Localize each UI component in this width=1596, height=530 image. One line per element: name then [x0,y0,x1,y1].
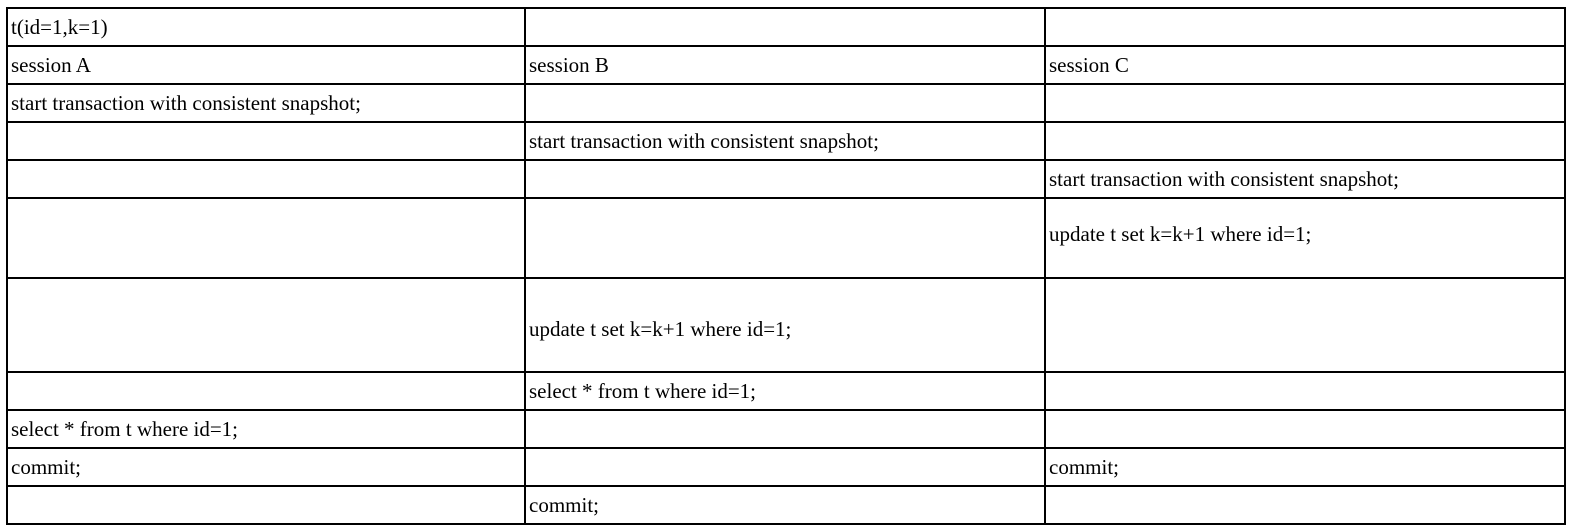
table-cell [1044,485,1566,525]
table-cell [1044,371,1566,411]
table-cell [1044,7,1566,47]
table-row: start transaction with consistent snapsh… [6,83,1566,123]
table-row: commit; commit; [6,447,1566,487]
table-cell [524,7,1046,47]
table-cell [6,197,526,279]
table-cell [6,371,526,411]
column-header-session-a: session A [6,45,526,85]
table-cell [6,121,526,161]
column-header-session-b: session B [524,45,1046,85]
table-cell [1044,409,1566,449]
table-cell: select * from t where id=1; [6,409,526,449]
table-title-row: t(id=1,k=1) [6,7,1566,47]
table-cell [524,447,1046,487]
table-cell [1044,277,1566,373]
column-header-session-c: session C [1044,45,1566,85]
table-cell: commit; [6,447,526,487]
table-row: update t set k=k+1 where id=1; [6,197,1566,279]
table-row: select * from t where id=1; [6,371,1566,411]
table-cell: start transaction with consistent snapsh… [1044,159,1566,199]
column-header-row: session A session B session C [6,45,1566,85]
table-row: commit; [6,485,1566,525]
table-cell [6,159,526,199]
table-row: start transaction with consistent snapsh… [6,159,1566,199]
table-cell: commit; [524,485,1046,525]
table-cell [524,83,1046,123]
table-cell [1044,83,1566,123]
table-cell: update t set k=k+1 where id=1; [1044,197,1566,279]
table-cell [6,277,526,373]
table-title-cell: t(id=1,k=1) [6,7,526,47]
table-cell [6,485,526,525]
table-row: select * from t where id=1; [6,409,1566,449]
table-row: start transaction with consistent snapsh… [6,121,1566,161]
table-cell: update t set k=k+1 where id=1; [524,277,1046,373]
table-cell: start transaction with consistent snapsh… [524,121,1046,161]
table-cell: start transaction with consistent snapsh… [6,83,526,123]
table-cell: commit; [1044,447,1566,487]
table-row: update t set k=k+1 where id=1; [6,277,1566,373]
transaction-timeline-table: t(id=1,k=1) session A session B session … [6,7,1566,525]
table-cell: select * from t where id=1; [524,371,1046,411]
table-cell [1044,121,1566,161]
table-cell [524,409,1046,449]
table-cell [524,197,1046,279]
table-cell [524,159,1046,199]
